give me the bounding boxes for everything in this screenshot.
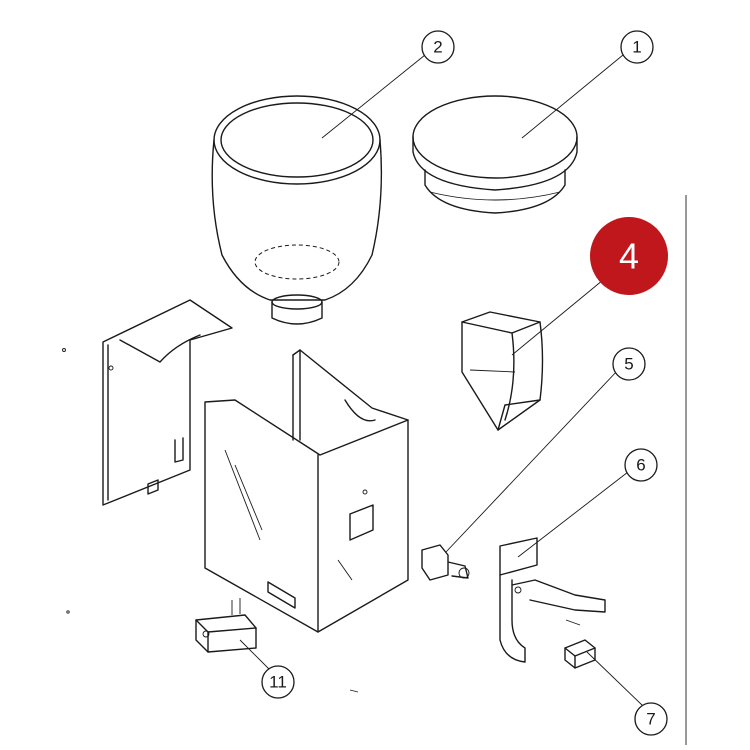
svg-text:2: 2 — [433, 38, 442, 57]
svg-text:11: 11 — [269, 673, 287, 692]
callout-2: 2 — [421, 30, 455, 64]
callout-1: 1 — [620, 30, 654, 64]
part-lid — [412, 95, 578, 214]
callout-7: 7 — [634, 702, 668, 736]
callout-6: 6 — [624, 448, 658, 482]
part-bracket — [499, 537, 606, 663]
callout-5: 5 — [612, 347, 646, 381]
part-switch — [421, 544, 470, 581]
mark-dot — [66, 610, 70, 614]
part-rocker-switch — [195, 598, 257, 653]
svg-text:5: 5 — [624, 355, 633, 374]
part-back-panel — [62, 299, 233, 506]
svg-text:7: 7 — [646, 710, 655, 729]
part-block — [564, 639, 596, 669]
callout-11: 11 — [261, 665, 295, 699]
svg-text:1: 1 — [632, 38, 641, 57]
callout-4-highlight: 4 — [590, 217, 668, 295]
part-housing — [204, 349, 409, 633]
svg-text:6: 6 — [636, 456, 645, 475]
svg-text:4: 4 — [619, 236, 639, 277]
mark-dash — [349, 689, 359, 693]
leader-lines — [239, 54, 644, 707]
part-chute — [461, 311, 544, 431]
part-hopper — [211, 95, 383, 325]
